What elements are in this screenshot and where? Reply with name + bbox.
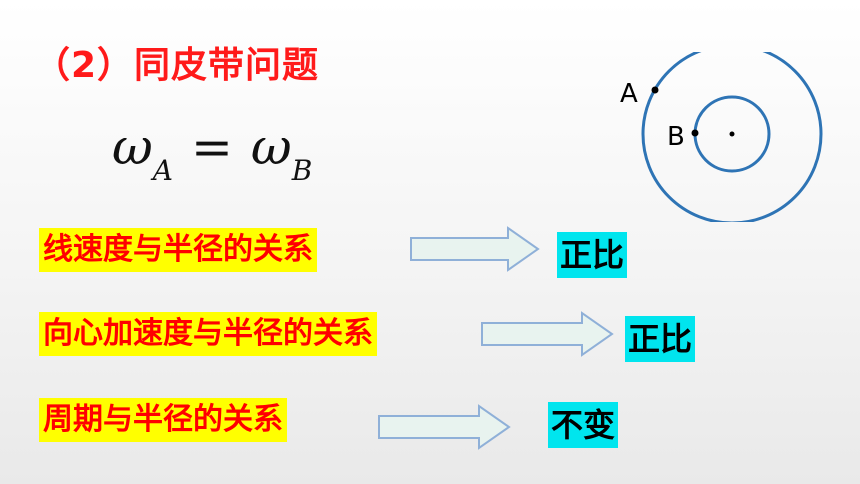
pulley-circles-diagram: A B (620, 52, 823, 222)
right-arrow-icon (410, 226, 540, 272)
outer-circle (641, 52, 823, 222)
right-arrow-icon (481, 311, 614, 357)
center-point (729, 131, 735, 137)
point-b-dot (691, 129, 699, 137)
slide-title: （2）同皮带问题 (34, 45, 320, 86)
result-period: 不变 (548, 402, 619, 448)
result-linear-velocity: 正比 (557, 232, 628, 278)
right-arrow-icon (378, 404, 511, 450)
row-label-centripetal-acceleration: 向心加速度与半径的关系 (39, 312, 377, 356)
omega-a: ωA (112, 118, 174, 187)
omega-b: ωB (250, 118, 313, 187)
point-b-label: B (667, 122, 685, 152)
angular-velocity-equation: ωA = ωB (112, 118, 312, 188)
row-label-period: 周期与半径的关系 (39, 398, 287, 442)
row-label-linear-velocity: 线速度与半径的关系 (39, 228, 317, 272)
equals-sign: = (191, 118, 233, 176)
point-a-dot (651, 86, 659, 94)
point-a-label: A (620, 79, 638, 109)
result-centripetal-acceleration: 正比 (625, 316, 696, 362)
